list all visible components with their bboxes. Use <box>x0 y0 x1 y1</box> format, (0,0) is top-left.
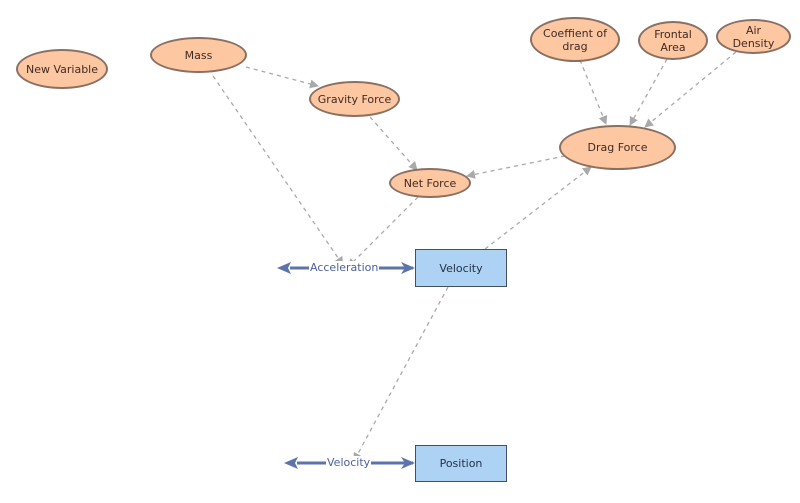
gravity-force-label: Gravity Force <box>317 92 392 106</box>
variable-net-force[interactable]: Net Force <box>389 168 471 198</box>
frontal-area-label: Frontal Area <box>654 27 692 54</box>
link-frontal-area-to-drag-force <box>629 58 668 126</box>
link-velocity-stock-to-velocity-flow <box>353 286 449 462</box>
link-mass-to-acceleration <box>212 75 344 266</box>
variable-mass[interactable]: Mass <box>150 37 247 73</box>
coefficient-of-drag-label: Coeffient of drag <box>543 26 607 53</box>
link-drag-force-to-net-force <box>466 155 566 179</box>
velocity-flow-label[interactable]: Velocity <box>326 456 372 469</box>
velocity-stock-label: Velocity <box>439 261 483 275</box>
variable-coefficient-of-drag[interactable]: Coeffient of drag <box>530 17 620 62</box>
variable-frontal-area[interactable]: Frontal Area <box>638 21 708 60</box>
mass-label: Mass <box>184 48 213 62</box>
velocity-flow-tail-arrowhead <box>284 457 298 469</box>
link-velocity-to-drag-force <box>484 166 592 250</box>
link-net-force-to-acceleration <box>347 196 419 268</box>
variable-new-variable[interactable]: New Variable <box>16 49 108 89</box>
net-force-label: Net Force <box>403 176 457 190</box>
variable-drag-force[interactable]: Drag Force <box>559 125 676 170</box>
position-stock-label: Position <box>439 457 483 470</box>
stock-velocity[interactable]: Velocity <box>415 249 507 287</box>
link-air-density-to-drag-force <box>644 51 737 128</box>
variable-gravity-force[interactable]: Gravity Force <box>309 81 400 117</box>
new-variable-label: New Variable <box>25 62 99 76</box>
acceleration-flow-tail-arrowhead <box>277 262 291 274</box>
drag-force-label: Drag Force <box>587 141 648 154</box>
link-drag-coefficient-to-drag-force <box>579 59 608 125</box>
variable-air-density[interactable]: Air Density <box>716 19 791 54</box>
acceleration-flow-label[interactable]: Acceleration <box>309 261 380 274</box>
air-density-label: Air Density <box>732 23 775 50</box>
link-gravity-force-to-net-force <box>369 116 418 171</box>
link-mass-to-gravity-force <box>245 66 319 89</box>
stock-position[interactable]: Position <box>415 445 507 482</box>
